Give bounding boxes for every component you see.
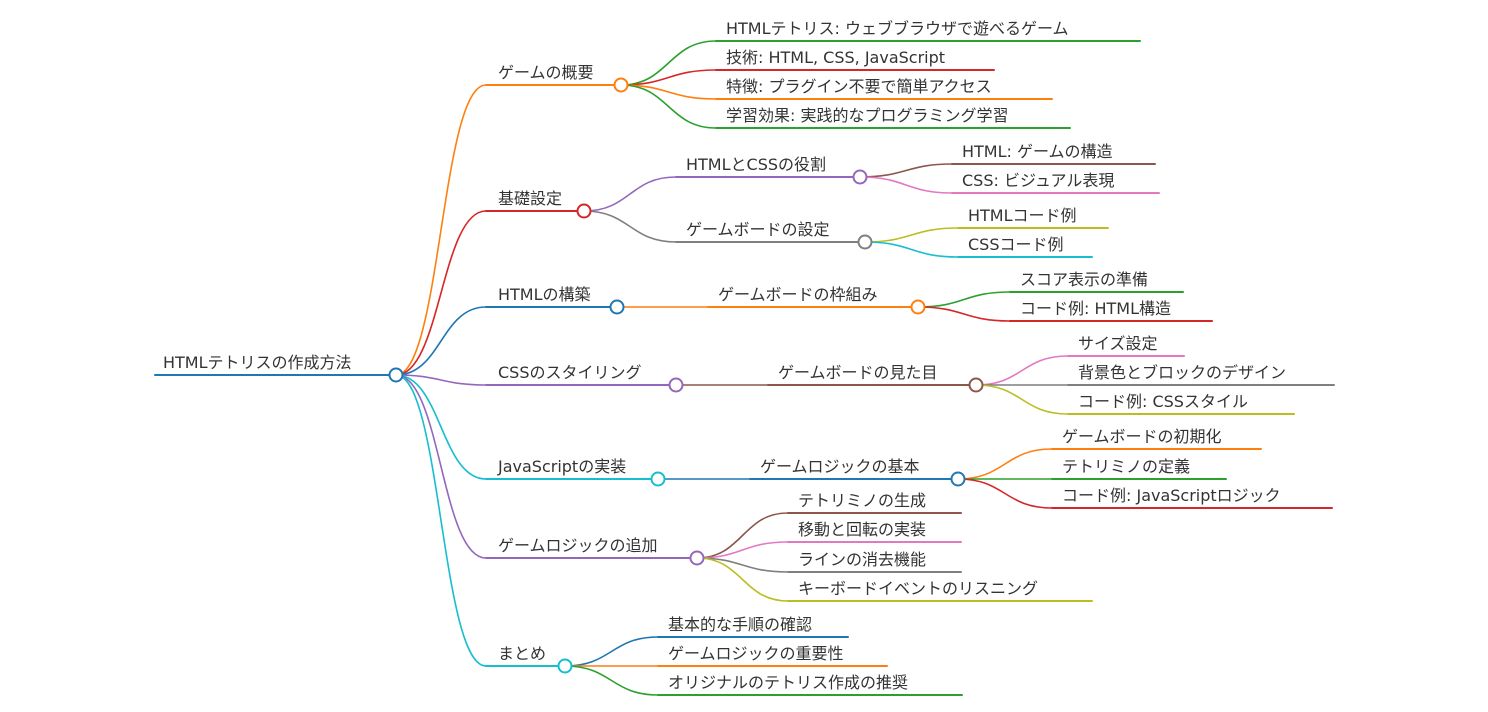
leaf-label[interactable]: HTMLコード例: [968, 206, 1077, 225]
leaf-connector: [696, 541, 789, 559]
leaf-label[interactable]: 技術: HTML, CSS, JavaScript: [726, 48, 945, 67]
branch-connector: [395, 84, 487, 376]
branch-label[interactable]: HTMLの構築: [498, 285, 591, 304]
leaf-connector: [917, 306, 1011, 322]
leaf-label[interactable]: オリジナルのテトリス作成の推奨: [668, 673, 908, 692]
branch-node[interactable]: [576, 203, 592, 219]
branch-node[interactable]: [689, 550, 705, 566]
branch-node[interactable]: [613, 77, 629, 93]
leaf-connector: [620, 69, 717, 86]
leaf-label[interactable]: CSS: ビジュアル表現: [962, 171, 1114, 190]
leaf-label[interactable]: コード例: JavaScriptロジック: [1062, 486, 1281, 505]
subtopic-node[interactable]: [910, 299, 926, 315]
leaf-label[interactable]: ゲームロジックの重要性: [668, 644, 844, 663]
leaf-connector: [696, 512, 789, 559]
branch-node[interactable]: [557, 658, 573, 674]
branch-connector: [395, 210, 487, 376]
branch-node[interactable]: [650, 471, 666, 487]
branch-label[interactable]: ゲームの概要: [498, 63, 594, 82]
leaf-connector: [864, 227, 959, 243]
leaf-label[interactable]: 移動と回転の実装: [798, 520, 926, 539]
subtopic-label[interactable]: ゲームロジックの基本: [760, 457, 920, 476]
leaf-connector: [864, 241, 959, 258]
leaf-label[interactable]: サイズ設定: [1078, 334, 1158, 353]
branch-node[interactable]: [609, 299, 625, 315]
leaf-label[interactable]: コード例: HTML構造: [1020, 299, 1171, 318]
branch-connector: [395, 374, 487, 559]
leaf-label[interactable]: ラインの消去機能: [798, 550, 926, 569]
leaf-connector: [620, 84, 717, 100]
node-circle-layer: [388, 77, 984, 674]
leaf-label[interactable]: 学習効果: 実践的なプログラミング学習: [726, 106, 1008, 125]
leaf-connector: [620, 40, 717, 86]
leaf-connector: [859, 163, 953, 178]
leaf-label[interactable]: テトリミノの生成: [798, 491, 926, 510]
leaf-connector: [859, 176, 953, 194]
leaf-connector: [975, 384, 1069, 415]
underline-layer: [154, 40, 1335, 696]
leaf-label[interactable]: HTMLテトリス: ウェブブラウザで遊べるゲーム: [726, 19, 1069, 38]
leaf-connector: [564, 636, 659, 667]
branch-label[interactable]: CSSのスタイリング: [498, 363, 642, 382]
leaf-label[interactable]: テトリミノの定義: [1062, 457, 1190, 476]
root-label[interactable]: HTMLテトリスの作成方法: [163, 353, 352, 372]
subtopic-node[interactable]: [968, 377, 984, 393]
leaf-label[interactable]: 背景色とブロックのデザイン: [1078, 363, 1286, 382]
branch-label[interactable]: ゲームロジックの追加: [498, 536, 658, 555]
subtopic-node[interactable]: [852, 169, 868, 185]
branch-connector: [395, 374, 487, 667]
branch-connector: [395, 374, 487, 480]
leaf-label[interactable]: 特徴: プラグイン不要で簡単アクセス: [726, 77, 992, 96]
subtopic-label[interactable]: ゲームボードの見た目: [778, 363, 938, 382]
branch-label[interactable]: まとめ: [498, 644, 546, 663]
subtopic-label[interactable]: ゲームボードの枠組み: [718, 285, 878, 304]
subtopic-node[interactable]: [950, 471, 966, 487]
leaf-label[interactable]: ゲームボードの初期化: [1062, 427, 1222, 446]
subtopic-label[interactable]: ゲームボードの設定: [686, 220, 830, 239]
branch-connector: [395, 306, 487, 376]
branch-node[interactable]: [668, 377, 684, 393]
leaf-connector: [564, 665, 659, 696]
leaf-label[interactable]: HTML: ゲームの構造: [962, 142, 1113, 161]
subtopic-connector: [583, 176, 677, 212]
subtopic-connector: [583, 210, 677, 243]
leaf-connector: [696, 557, 789, 602]
leaf-label[interactable]: コード例: CSSスタイル: [1078, 392, 1248, 411]
subtopic-label[interactable]: HTMLとCSSの役割: [686, 155, 826, 174]
leaf-label[interactable]: CSSコード例: [968, 235, 1064, 254]
branch-label[interactable]: 基礎設定: [498, 189, 562, 208]
leaf-label[interactable]: キーボードイベントのリスニング: [798, 579, 1038, 598]
leaf-connector: [957, 478, 1053, 509]
root-node[interactable]: [388, 367, 404, 383]
label-layer: HTMLテトリスの作成方法 ゲームの概要 HTMLテトリス: ウェブブラウザで遊べる…: [163, 19, 1286, 692]
leaf-label[interactable]: スコア表示の準備: [1020, 270, 1148, 289]
leaf-connector: [917, 291, 1011, 308]
subtopic-node[interactable]: [857, 234, 873, 250]
leaf-label[interactable]: 基本的な手順の確認: [668, 615, 812, 634]
branch-connector: [395, 374, 487, 386]
leaf-connector: [620, 84, 717, 129]
leaf-connector: [957, 448, 1053, 480]
branch-label[interactable]: JavaScriptの実装: [497, 457, 626, 476]
leaf-connector: [975, 355, 1069, 386]
connector-layer: [395, 40, 1069, 696]
leaf-connector: [696, 557, 789, 573]
